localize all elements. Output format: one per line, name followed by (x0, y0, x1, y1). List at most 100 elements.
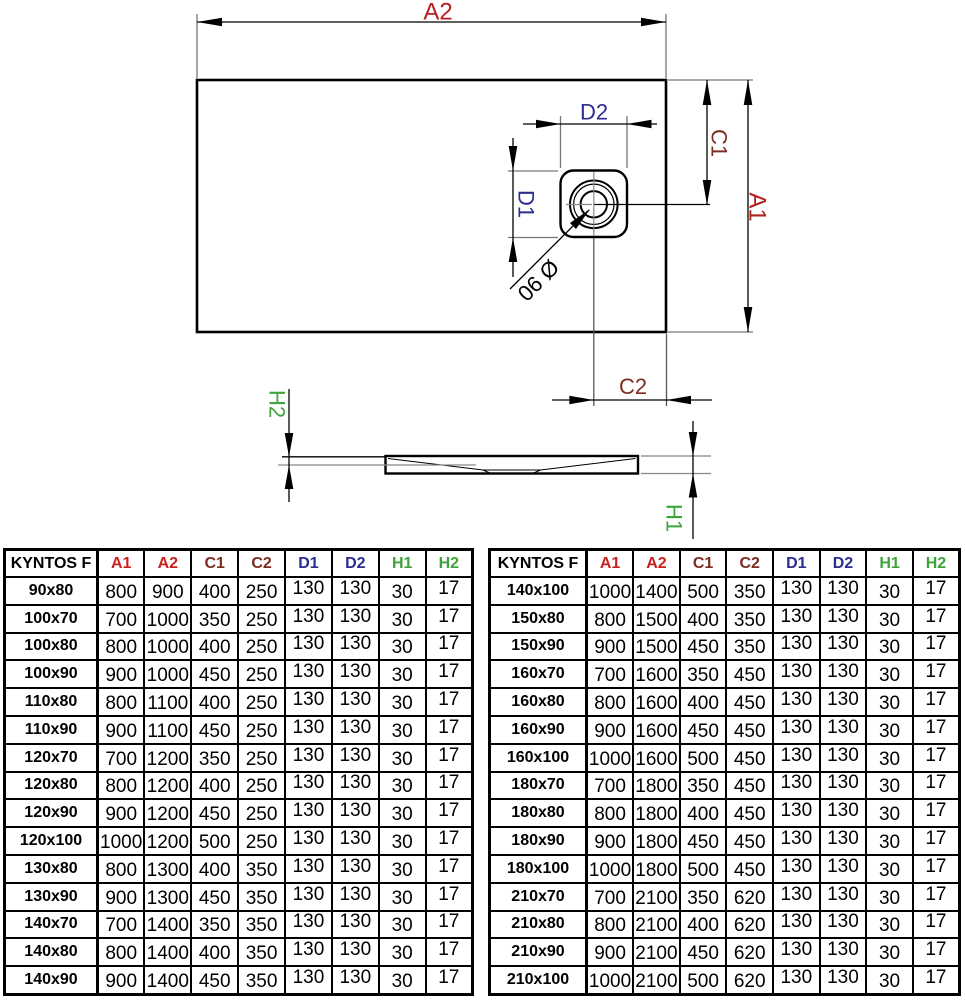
value-a1: 900 (585, 631, 635, 662)
size-label: 120x80 (3, 770, 99, 801)
d1-arrow-top (508, 146, 518, 171)
value-h1: 30 (865, 603, 914, 634)
value-h2: 17 (911, 937, 961, 968)
value-a1: 900 (585, 937, 635, 968)
value-d1: 130 (772, 798, 821, 829)
value-h2: 17 (911, 909, 961, 940)
value-d1: 130 (772, 853, 821, 884)
size-label: 130x90 (3, 881, 99, 912)
size-label: 150x90 (488, 631, 588, 662)
value-a2: 1600 (632, 659, 681, 690)
value-d2: 130 (818, 909, 868, 940)
value-c2: 450 (725, 853, 774, 884)
value-h2: 17 (911, 853, 961, 884)
value-a2: 1300 (143, 853, 193, 884)
value-h1: 30 (865, 714, 914, 745)
col-header-h2: H2 (424, 548, 474, 578)
size-label: 140x90 (3, 965, 99, 996)
c2-arrow-left (569, 395, 594, 405)
size-label: 160x70 (488, 659, 588, 690)
size-label: 210x80 (488, 909, 588, 940)
value-d1: 130 (284, 770, 333, 801)
value-h1: 30 (377, 687, 427, 717)
value-h1: 30 (377, 937, 427, 968)
value-c1: 450 (190, 714, 240, 745)
diameter-leader-arrow (570, 209, 590, 229)
value-h1: 30 (377, 798, 427, 829)
value-c2: 250 (237, 576, 286, 606)
value-a1: 800 (96, 770, 146, 801)
value-d1: 130 (772, 770, 821, 801)
value-h2: 17 (424, 714, 474, 745)
value-a2: 1200 (143, 770, 193, 801)
value-d2: 130 (330, 659, 380, 690)
c2-label: C2 (619, 374, 647, 399)
value-c1: 450 (678, 714, 728, 745)
col-header-d1: D1 (284, 548, 333, 578)
value-c1: 400 (678, 603, 728, 634)
value-h1: 30 (377, 826, 427, 856)
value-h2: 17 (424, 881, 474, 912)
value-c2: 350 (237, 909, 286, 940)
size-label: 120x70 (3, 742, 99, 773)
value-h2: 17 (424, 937, 474, 968)
value-d1: 130 (284, 937, 333, 968)
value-h2: 17 (911, 742, 961, 773)
size-label: 140x100 (488, 576, 588, 606)
value-a2: 1600 (632, 687, 681, 717)
value-d1: 130 (284, 687, 333, 717)
value-a2: 1500 (632, 631, 681, 662)
value-c2: 450 (725, 714, 774, 745)
value-h1: 30 (377, 603, 427, 634)
value-c1: 400 (678, 909, 728, 940)
tray-outline (195, 78, 668, 334)
col-header-c1: C1 (190, 548, 240, 578)
value-h1: 30 (865, 687, 914, 717)
d1-arrow-bottom (508, 237, 518, 262)
value-c1: 450 (678, 826, 728, 856)
value-h1: 30 (865, 881, 914, 912)
value-h2: 17 (911, 659, 961, 690)
value-h2: 17 (424, 909, 474, 940)
value-a2: 1800 (632, 826, 681, 856)
col-header-a1: A1 (585, 548, 635, 578)
value-c1: 450 (190, 965, 240, 996)
h2-label: H2 (265, 390, 290, 418)
value-d1: 130 (284, 826, 333, 856)
size-label: 180x100 (488, 853, 588, 884)
value-c1: 500 (190, 826, 240, 856)
value-a2: 1800 (632, 770, 681, 801)
col-header-c1: C1 (678, 548, 728, 578)
value-a1: 700 (96, 603, 146, 634)
value-c1: 400 (190, 853, 240, 884)
value-d2: 130 (330, 603, 380, 634)
value-c1: 450 (678, 937, 728, 968)
value-h2: 17 (424, 798, 474, 829)
value-a1: 800 (96, 631, 146, 662)
value-a1: 900 (96, 659, 146, 690)
value-h1: 30 (865, 631, 914, 662)
value-d1: 130 (772, 881, 821, 912)
value-h2: 17 (424, 965, 474, 996)
profile-recess-slant-right (532, 469, 541, 475)
value-d1: 130 (284, 576, 333, 606)
value-d2: 130 (818, 826, 868, 856)
value-c1: 400 (190, 687, 240, 717)
value-c2: 350 (237, 937, 286, 968)
value-d1: 130 (284, 881, 333, 912)
h1-label: H1 (662, 504, 687, 532)
value-d2: 130 (330, 937, 380, 968)
value-d1: 130 (284, 631, 333, 662)
value-c2: 620 (725, 909, 774, 940)
value-a2: 1500 (632, 603, 681, 634)
col-header-d1: D1 (772, 548, 821, 578)
value-d1: 130 (284, 742, 333, 773)
value-d1: 130 (772, 965, 821, 996)
value-c2: 450 (725, 798, 774, 829)
value-c1: 350 (678, 881, 728, 912)
